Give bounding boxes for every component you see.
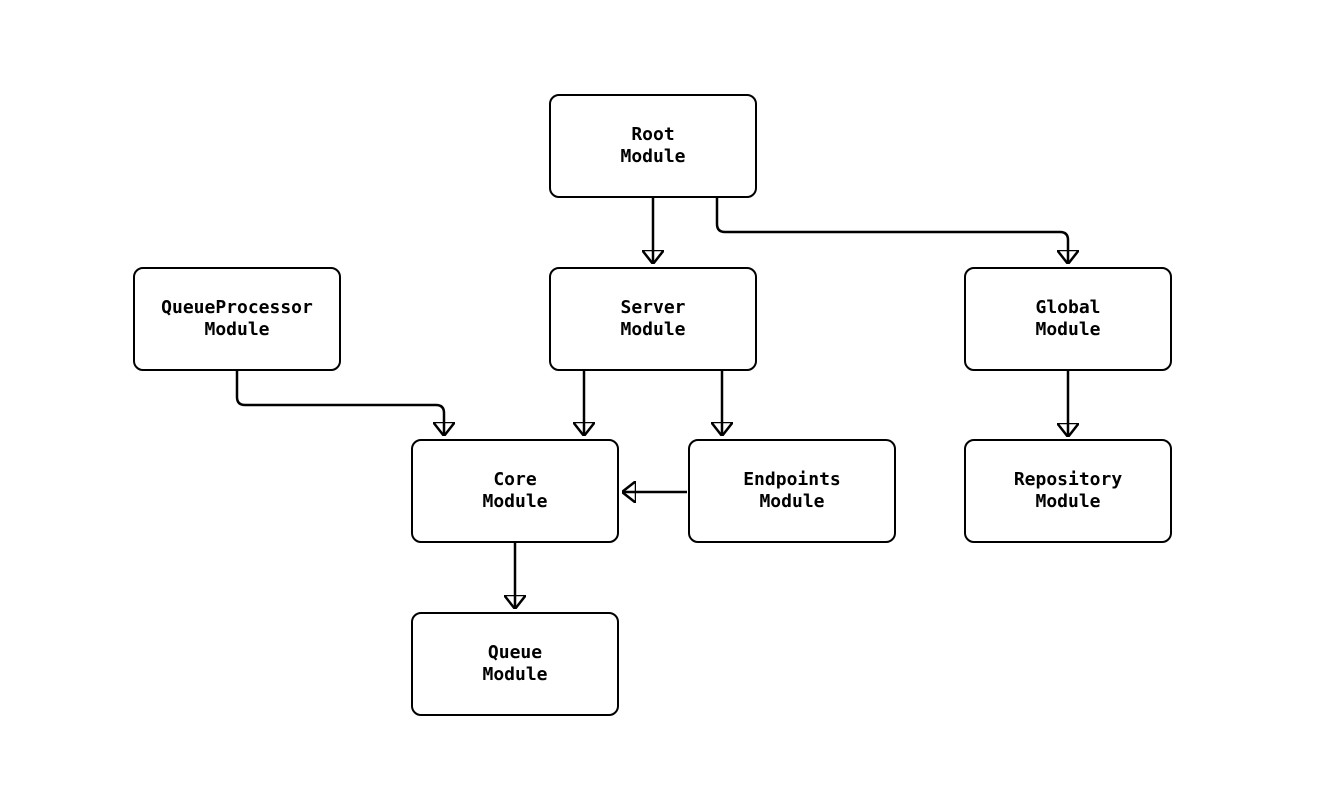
node-label: QueueProcessor Module	[161, 297, 313, 340]
node-label: Root Module	[620, 124, 686, 167]
edge-root-to-global	[715, 197, 1068, 263]
node-root-module: Root Module	[549, 94, 757, 198]
node-core-module: Core Module	[411, 439, 619, 543]
node-label: Queue Module	[482, 642, 548, 685]
node-label: Global Module	[1035, 297, 1101, 340]
edge-queueprocessor-to-core	[235, 371, 444, 435]
node-global-module: Global Module	[964, 267, 1172, 371]
node-label: Repository Module	[1013, 469, 1123, 512]
node-label: Core Module	[482, 469, 548, 512]
node-queue-module: Queue Module	[411, 612, 619, 716]
node-label: Server Module	[620, 297, 686, 340]
node-label: Endpoints Module	[743, 469, 841, 512]
node-server-module: Server Module	[549, 267, 757, 371]
node-repository-module: Repository Module	[964, 439, 1172, 543]
node-endpoints-module: Endpoints Module	[688, 439, 896, 543]
node-queueprocessor-module: QueueProcessor Module	[133, 267, 341, 371]
